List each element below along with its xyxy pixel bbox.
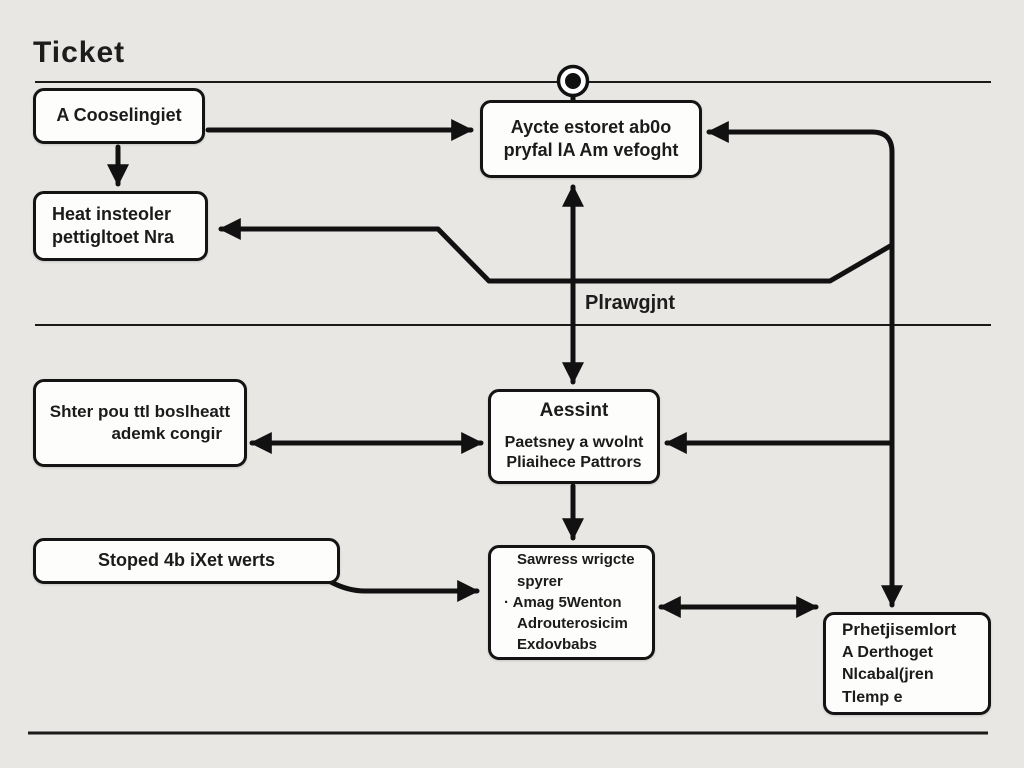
node-stoped-label: Stoped 4b iXet werts bbox=[97, 550, 276, 571]
node-cooselingiet: A Cooselingiet bbox=[33, 88, 205, 144]
node-center: Aycte estoret ab0o pryfal lA Am vefoght bbox=[480, 100, 702, 178]
node-sauress-line5: Exdovbabs bbox=[517, 636, 598, 654]
node-shter-line1: Shter pou ttl boslheatt bbox=[49, 402, 231, 422]
node-assint: Aessint Paetsney a wvolnt Pliaihece Patt… bbox=[488, 389, 660, 484]
node-heat-line2: pettigltoet Nra bbox=[52, 227, 175, 247]
start-pin-icon bbox=[556, 64, 590, 101]
node-sauress-line1: Sawress wrigcte bbox=[517, 551, 635, 569]
node-prhet-line4: Tlemp e bbox=[842, 688, 903, 706]
node-assint-line2: Pliaihece Pattrors bbox=[506, 454, 642, 472]
node-prhet: Prhetjisemlort A Derthoget Nlcabal(jren … bbox=[823, 612, 991, 715]
node-assint-line1: Paetsney a wvolnt bbox=[504, 433, 644, 451]
flow-label: Plrawgjnt bbox=[585, 292, 676, 314]
node-prhet-line2: A Derthoget bbox=[842, 643, 933, 661]
node-shter-line2: ademk congir bbox=[111, 424, 222, 443]
node-stoped: Stoped 4b iXet werts bbox=[33, 538, 340, 584]
node-cooselingiet-label: A Cooselingiet bbox=[56, 105, 182, 126]
node-heat: Heat insteoler pettigltoet Nra bbox=[33, 191, 208, 261]
node-sauress: Sawress wrigcte spyrer · Amag 5Wenton Ad… bbox=[488, 545, 655, 660]
node-assint-title: Aessint bbox=[539, 400, 609, 422]
node-sauress-line2: spyrer bbox=[517, 572, 563, 590]
arrow-right-rail-center-and-prhet bbox=[706, 120, 904, 608]
node-sauress-line4: Adrouterosicim bbox=[517, 615, 628, 633]
node-center-line1: Aycte estoret ab0o bbox=[510, 116, 672, 137]
node-prhet-line1: Prhetjisemlort bbox=[842, 620, 957, 640]
arrow-stoped-to-sauress bbox=[328, 579, 480, 603]
node-heat-line1: Heat insteoler bbox=[52, 203, 172, 224]
node-sauress-line3: · Amag 5Wenton bbox=[504, 593, 622, 611]
diagram-title: Ticket bbox=[33, 36, 126, 69]
arrow-right-loop-to-heat bbox=[218, 217, 895, 284]
node-prhet-line3: Nlcabal(jren bbox=[842, 666, 934, 684]
node-center-line2: pryfal lA Am vefoght bbox=[503, 140, 679, 160]
node-shter: Shter pou ttl boslheatt ademk congir bbox=[33, 379, 247, 467]
